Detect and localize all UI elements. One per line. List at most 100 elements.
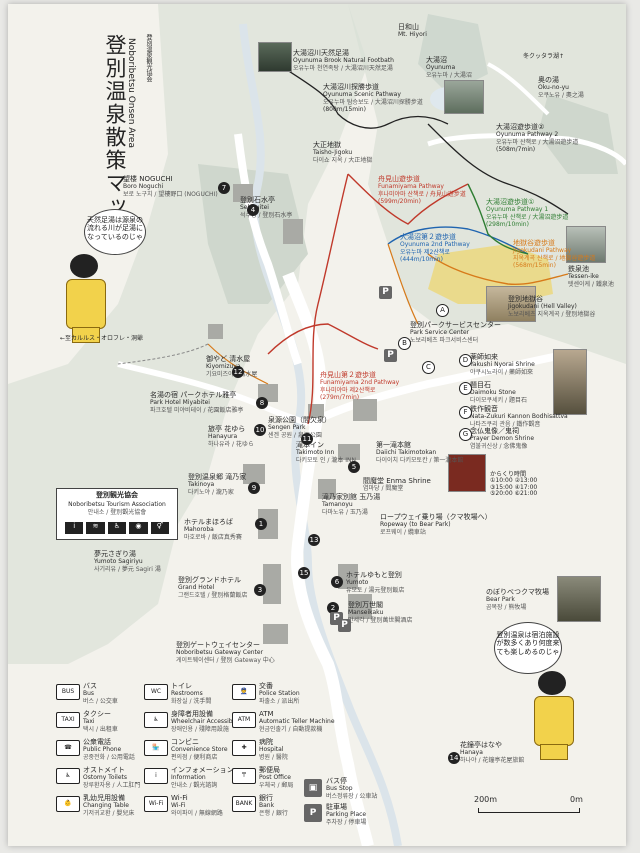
pin-1[interactable]: 1 <box>255 518 267 530</box>
trail-funamiyama <box>307 173 469 425</box>
road-dashed <box>117 343 209 365</box>
legend-icon-1: TAXI <box>56 712 80 728</box>
parking-icon[interactable]: P <box>384 349 397 362</box>
trail-funamiyama2 <box>267 323 379 355</box>
pin-E[interactable]: E <box>459 382 472 395</box>
main-road <box>117 361 310 427</box>
pin-15[interactable]: 15 <box>298 567 310 579</box>
pin-5[interactable]: 5 <box>348 461 360 473</box>
wheelchair-icon: ♿ <box>107 522 127 534</box>
main-road <box>306 350 569 428</box>
label-kussharo: 冬クッタラ湖↑ <box>523 53 565 60</box>
pin-12[interactable]: 12 <box>232 366 244 378</box>
pin-10[interactable]: 10 <box>254 424 266 436</box>
pin-D[interactable]: D <box>459 354 472 367</box>
pin-F[interactable]: F <box>459 406 472 419</box>
tessen-photo <box>566 226 606 263</box>
main-road <box>282 271 374 846</box>
trail-pathway2 <box>427 123 569 215</box>
legend-icon-10: 👮 <box>232 684 256 700</box>
tourism-en: Noboribetsu Tourism Association <box>68 501 166 508</box>
legend-icon-8: i <box>144 768 168 784</box>
restroom-icon: ⚥ <box>150 522 170 534</box>
pin-6[interactable]: 6 <box>331 576 343 588</box>
pin-2[interactable]: 2 <box>327 602 339 614</box>
forest-area <box>418 14 488 94</box>
footbath-photo <box>258 42 292 72</box>
trail-oyunuma-2nd <box>387 226 529 255</box>
trail-jigokudani <box>427 253 569 286</box>
tourism-kr: 안내소 / 登別觀光協會 <box>87 509 147 516</box>
enma-photo <box>448 454 486 492</box>
pin-G[interactable]: G <box>459 428 472 441</box>
bus-stop-icon: ▣ <box>304 779 322 797</box>
pin-7[interactable]: 7 <box>218 182 230 194</box>
bearpark-photo <box>557 576 601 622</box>
pin-11[interactable]: 11 <box>301 433 313 445</box>
legend-icon-4: 👶 <box>56 796 80 812</box>
map-title: 登別温泉散策マップ <box>103 34 127 241</box>
pin-8[interactable]: 8 <box>256 397 268 409</box>
shrine-photo <box>553 349 587 415</box>
oyunuma-photo <box>444 80 484 114</box>
pin-B[interactable]: B <box>398 337 411 350</box>
pin-A[interactable]: A <box>436 304 449 317</box>
pin-4[interactable]: 4 <box>247 204 259 216</box>
tengu-speech-bubble: 天然足湯は源泉の流れる川が足湯になっているのじゃ <box>84 209 146 255</box>
legend-icon-14: BANK <box>232 796 256 812</box>
legend-icon-2: ☎ <box>56 740 80 756</box>
tourism-association-box[interactable]: 登別観光協会 Noboribetsu Tourism Association 안… <box>56 488 178 540</box>
legend-icon-12: ✚ <box>232 740 256 756</box>
pin-14[interactable]: 14 <box>448 752 460 764</box>
label-ropeway: ロープウェイ乗り場（クマ牧場へ）Ropeway (to Bear Park)로프… <box>380 513 492 536</box>
pin-3[interactable]: 3 <box>254 584 266 596</box>
pin-13[interactable]: 13 <box>308 534 320 546</box>
tengu-character-icon <box>60 249 110 344</box>
legend-icon-6: ♿ <box>144 712 168 728</box>
buildings <box>208 184 377 644</box>
parking-icon[interactable]: P <box>379 286 392 299</box>
pin-C[interactable]: C <box>422 361 435 374</box>
tengu2-character-icon <box>528 666 578 761</box>
parking-icon[interactable]: P <box>338 619 351 632</box>
map-sheet: 登別温泉散策マップ Noboribetsu Onsen Area 登別温泉観光協… <box>8 4 626 846</box>
pin-9[interactable]: 9 <box>248 482 260 494</box>
map-subtitle: Noboribetsu Onsen Area <box>126 38 136 148</box>
info-icon: i <box>65 522 84 534</box>
main-road <box>234 133 302 366</box>
side-road <box>427 133 626 166</box>
trail-pathway1 <box>467 183 529 255</box>
